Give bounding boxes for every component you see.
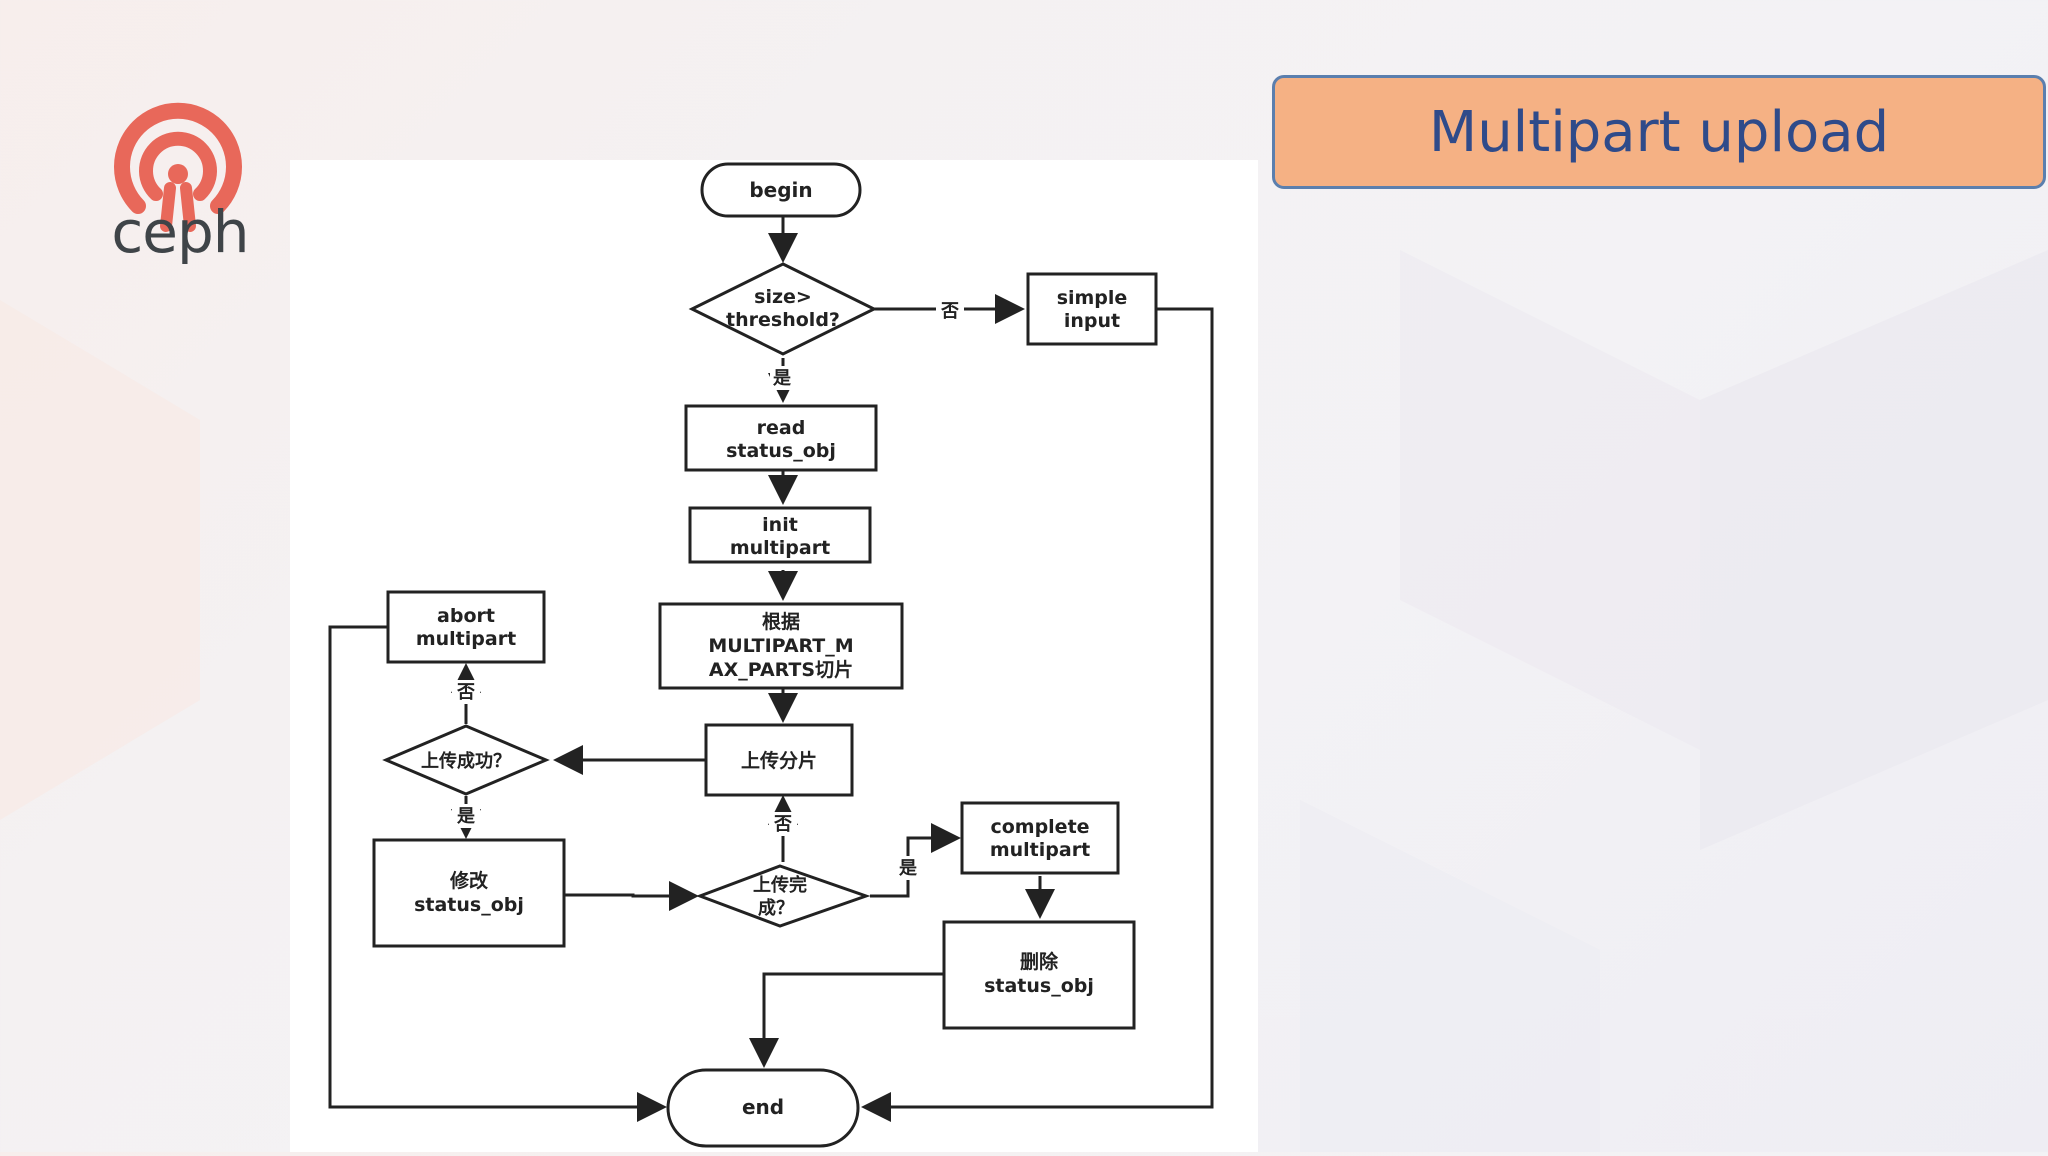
modify-status-line2: status_obj: [414, 894, 524, 916]
abort-multipart-line1: abort: [437, 605, 495, 627]
upload-complete-no-label: 否: [773, 814, 792, 835]
abort-multipart-node: abort multipart: [386, 590, 546, 664]
complete-multipart-node: complete multipart: [960, 801, 1120, 875]
split-line1: 根据: [762, 610, 800, 633]
begin-node: begin: [700, 162, 862, 218]
title-box: Multipart upload: [1272, 75, 2046, 189]
split-line3: AX_PARTS切片: [709, 658, 853, 681]
simple-input-line2: input: [1064, 310, 1120, 332]
read-status-line1: read: [757, 417, 806, 439]
read-status-line2: status_obj: [726, 440, 836, 462]
simple-input-line1: simple: [1057, 287, 1128, 309]
ceph-logo-text: ceph: [111, 198, 249, 266]
complete-multipart-line2: multipart: [990, 839, 1090, 861]
begin-label: begin: [749, 178, 812, 202]
complete-multipart-line1: complete: [990, 816, 1089, 838]
size-threshold-decision: size> threshold?: [688, 262, 878, 356]
size-label-line1: size>: [754, 286, 812, 308]
delete-status-node: 删除 status_obj: [942, 920, 1136, 1030]
upload-complete-decision: 上传完 成？: [695, 864, 871, 928]
upload-success-label: 上传成功？: [421, 750, 511, 772]
delete-status-line1: 删除: [1020, 950, 1059, 973]
ceph-logo-icon: [114, 102, 242, 232]
size-no-label: 否: [940, 301, 959, 322]
split-line2: MULTIPART_M: [708, 635, 853, 657]
end-label: end: [742, 1095, 784, 1119]
upload-success-yes-label: 是: [456, 806, 475, 827]
upload-complete-yes-label: 是: [898, 858, 917, 879]
split-node: 根据 MULTIPART_M AX_PARTS切片: [658, 602, 904, 690]
size-yes-label: 是: [772, 368, 791, 389]
upload-part-node: 上传分片: [704, 723, 854, 797]
init-multipart-node: init multipart: [688, 506, 872, 564]
modify-status-line1: 修改: [449, 869, 489, 892]
flowchart: begin size> threshold? 否 是 simple input …: [328, 162, 1214, 1148]
delete-status-line2: status_obj: [984, 975, 1094, 997]
abort-multipart-line2: multipart: [416, 628, 516, 650]
modify-status-node: 修改 status_obj: [372, 838, 566, 948]
init-multipart-line2: multipart: [730, 537, 830, 559]
slide-title: Multipart upload: [1428, 99, 1890, 165]
end-node: end: [666, 1068, 860, 1148]
size-label-line2: threshold?: [726, 309, 840, 331]
upload-part-label: 上传分片: [741, 749, 817, 772]
init-multipart-line1: init: [762, 514, 798, 536]
upload-complete-line2: 成？: [758, 897, 794, 919]
read-status-node: read status_obj: [684, 404, 878, 472]
upload-success-decision: 上传成功？: [382, 724, 550, 796]
upload-success-no-label: 否: [456, 682, 475, 703]
upload-complete-line1: 上传完: [753, 874, 807, 896]
simple-input-node: simple input: [1026, 272, 1158, 346]
flowchart-panel: begin size> threshold? 否 是 simple input …: [290, 160, 1258, 1152]
